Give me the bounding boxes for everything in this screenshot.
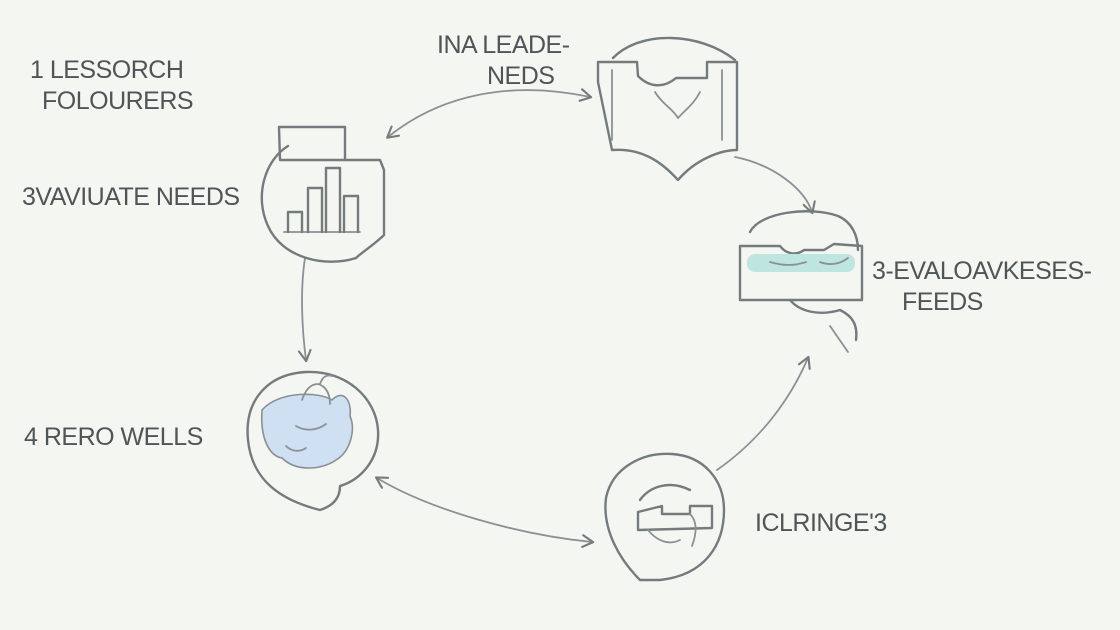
label-bottom-right: ICLRINGE'3	[755, 508, 887, 539]
label-left-lower: 4 RERO WELLS	[24, 422, 203, 453]
headset-head-icon	[738, 210, 864, 353]
label-right-line-1: 3-EVALOAVKESES-	[872, 257, 1092, 285]
lifting-hand-icon	[604, 452, 726, 582]
bar-chart-document-icon	[260, 125, 386, 263]
arrow-leads-to-evaluate	[386, 88, 593, 139]
label-left-upper-line-1: 3VAVIUATE NEEDS	[22, 183, 240, 211]
label-top-left-line-1: 1 LESSORCH	[30, 56, 184, 84]
label-left-upper: 3VAVIUATE NEEDS	[22, 182, 240, 213]
label-top-left: 1 LESSORCH FOLOURERS	[30, 55, 194, 117]
label-right: 3-EVALOAVKESES- FEEDS	[872, 256, 1092, 318]
label-top-center: INA LEADE- NEDS	[437, 30, 570, 92]
arrow-hand-to-headset	[716, 355, 811, 471]
connectors	[297, 88, 816, 548]
label-bottom-right-line-1: ICLRINGE'3	[755, 509, 887, 537]
label-top-left-line-2: FOLOURERS	[42, 87, 194, 115]
arrow-book-to-headset	[734, 156, 816, 215]
label-right-line-2: FEEDS	[902, 288, 983, 316]
bell-hand-icon	[246, 370, 380, 512]
arrow-bell-to-hand	[374, 476, 595, 548]
label-top-center-line-1: INA LEADE-	[437, 31, 570, 59]
label-left-lower-line-1: 4 RERO WELLS	[24, 423, 203, 451]
arrow-evaluate-to-bell	[297, 257, 312, 363]
label-top-center-line-2: NEDS	[487, 62, 555, 90]
open-book-icon	[596, 36, 739, 182]
